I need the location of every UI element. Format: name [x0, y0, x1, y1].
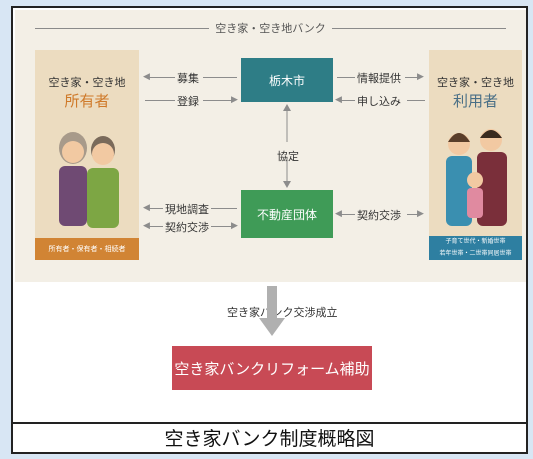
user-footer-line2: 若年世帯・二世帯同居世帯: [439, 250, 512, 257]
user-footer-line1: 子育て世代・新婚世帯: [445, 238, 506, 245]
figure-caption: 空き家バンク制度概略図: [13, 422, 526, 454]
contract-right-arrowhead-right: ▶: [417, 209, 424, 219]
contract-left-line-right: [211, 226, 233, 227]
recruit-line-right: [203, 77, 237, 78]
owner-subtitle: 所有者: [64, 92, 110, 110]
owner-title: 空き家・空き地: [48, 76, 126, 89]
info-arrowhead: ▶: [417, 72, 424, 82]
register-arrowhead: ▶: [231, 95, 238, 105]
user-subtitle: 利用者: [452, 92, 498, 110]
figure-frame: 空き家・空き地バンク 空き家・空き地 所有者 所有者・保有者・相続者 空き家・空…: [11, 6, 528, 454]
owner-couple-illustration: [59, 132, 119, 228]
apply-label: 申し込み: [357, 95, 401, 108]
survey-line-right: [211, 208, 237, 209]
info-line-left: [337, 77, 355, 78]
deal-label: 空き家バンク交渉成立: [227, 306, 338, 319]
user-family-illustration: [446, 129, 507, 226]
diagram-area: 空き家・空き地バンク 空き家・空き地 所有者 所有者・保有者・相続者 空き家・空…: [15, 10, 526, 282]
owner-footer: 所有者・保有者・相続者: [35, 238, 139, 260]
contract-left-arrowhead-right: ▶: [231, 221, 238, 231]
realtor-box: 不動産団体: [241, 190, 333, 238]
diagram-title: 空き家・空き地バンク: [209, 22, 332, 35]
owner-panel: 空き家・空き地 所有者 所有者・保有者・相続者: [35, 50, 139, 260]
agreement-label: 協定: [277, 150, 299, 163]
contract-right-line-left: [341, 214, 355, 215]
recruit-arrowhead: ◀: [143, 72, 150, 82]
recruit-line-left: [149, 77, 175, 78]
deal-down-arrow: [259, 286, 285, 336]
diagram-title-row: 空き家・空き地バンク: [15, 20, 526, 36]
survey-label: 現地調査: [165, 203, 209, 216]
register-line-right: [203, 100, 233, 101]
apply-line-right: [407, 100, 425, 101]
survey-line-left: [149, 208, 163, 209]
survey-arrowhead: ◀: [143, 203, 150, 213]
register-line-left: [145, 100, 175, 101]
user-panel: 空き家・空き地 利用者 子育て世代・新婚世帯 若年世帯・二世帯同居世帯: [429, 50, 522, 260]
contract-right-arrowhead-left: ◀: [335, 209, 342, 219]
info-line-right: [405, 77, 419, 78]
subsidy-box: 空き家バンクリフォーム補助: [172, 346, 372, 390]
info-label: 情報提供: [357, 72, 401, 85]
contract-right-label: 契約交渉: [357, 209, 401, 222]
user-footer: 子育て世代・新婚世帯 若年世帯・二世帯同居世帯: [429, 236, 522, 260]
contract-left-line-left: [149, 226, 163, 227]
apply-line-left: [341, 100, 355, 101]
register-label: 登録: [177, 95, 199, 108]
user-title: 空き家・空き地: [437, 76, 514, 89]
contract-left-arrowhead-left: ◀: [143, 221, 150, 231]
contract-left-label: 契約交渉: [165, 221, 209, 234]
contract-right-line-right: [407, 214, 419, 215]
agreement-arrow: [283, 104, 291, 188]
city-box: 栃木市: [241, 58, 333, 102]
recruit-label: 募集: [177, 72, 199, 85]
apply-arrowhead: ◀: [335, 95, 342, 105]
